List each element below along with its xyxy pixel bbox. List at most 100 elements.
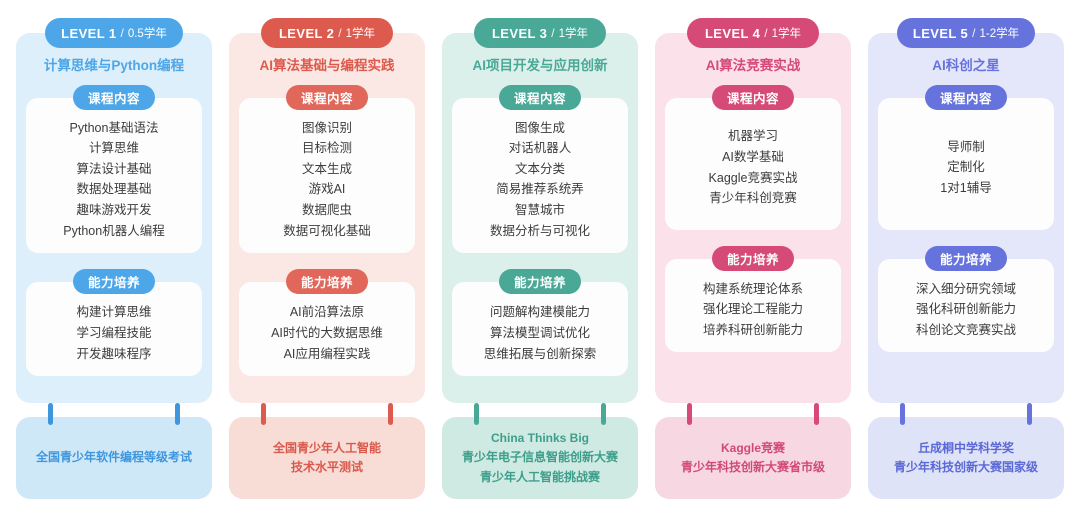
- course-content-panel: 机器学习 AI数学基础 Kaggle竞赛实战青少年科创竞赛: [665, 97, 841, 230]
- connector-group: [878, 403, 1054, 425]
- course-content-tag[interactable]: 课程内容: [285, 84, 368, 110]
- level-separator: /: [972, 26, 976, 40]
- connector-bar: [388, 403, 393, 425]
- level-column-3: LEVEL 3/1学年 AI项目开发与应用创新课程内容图像生成对话机器人文本分类简…: [442, 0, 638, 510]
- skill-training-item: 深入细分研究领域: [915, 281, 1016, 296]
- skill-training-item: 构建系统理论体系: [702, 281, 803, 296]
- level-title: AI项目开发与应用创新: [472, 58, 608, 73]
- level-number-label: LEVEL 5: [912, 25, 969, 41]
- level-title: AI算法竞赛实战: [705, 58, 801, 73]
- skill-training-item: 构建计算思维: [76, 305, 152, 320]
- course-content-item: 1对1辅导: [940, 180, 992, 195]
- competition-card: 全国青少年人工智能技术水平测试: [229, 417, 425, 499]
- skill-training-tag[interactable]: 能力培养: [72, 269, 155, 295]
- course-content-tag[interactable]: 课程内容: [711, 84, 794, 110]
- level-number-label: LEVEL 4: [704, 25, 761, 41]
- connector-bar: [474, 403, 479, 425]
- skill-training-item: AI前沿算法原: [289, 305, 365, 320]
- level-duration-label: 0.5学年: [127, 28, 167, 40]
- level-duration-label: 1学年: [558, 28, 589, 40]
- course-content-tag[interactable]: 课程内容: [72, 84, 155, 110]
- course-content-item: 游戏AI: [308, 182, 346, 197]
- level-badge[interactable]: LEVEL 2/1学年: [261, 18, 393, 48]
- skill-training-item: 强化科研创新能力: [915, 302, 1016, 317]
- level-badge[interactable]: LEVEL 4/1学年: [687, 18, 819, 48]
- course-content-item: 简易推荐系统弄: [496, 182, 584, 197]
- course-content-item: 智慧城市: [514, 203, 565, 218]
- skill-training-tag[interactable]: 能力培养: [711, 245, 794, 271]
- skill-training-item: 算法模型调试优化: [489, 325, 590, 340]
- connector-bar: [175, 403, 180, 425]
- competition-item: 青少年科技创新大赛省市级: [680, 460, 825, 474]
- level-separator: /: [120, 26, 124, 40]
- course-content-item: 数据爬虫: [301, 203, 352, 218]
- skill-training-item: 强化理论工程能力: [702, 302, 803, 317]
- course-content-item: 文本分类: [514, 161, 565, 176]
- skill-training-section: 能力培养构建计算思维学习编程技能开发趣味程序: [26, 269, 202, 377]
- connector-bar: [687, 403, 692, 425]
- level-duration-label: 1-2学年: [979, 28, 1020, 40]
- level-card: AI算法竞赛实战课程内容机器学习 AI数学基础 Kaggle竞赛实战青少年科创竞赛能…: [655, 33, 851, 403]
- competition-item: 青少年电子信息智能创新大赛: [461, 450, 618, 465]
- course-content-item: AI数学基础: [722, 149, 784, 164]
- course-content-item: 目标检测: [301, 141, 352, 156]
- competition-item: 技术水平测试: [290, 460, 363, 474]
- course-content-item: 图像生成: [514, 120, 565, 135]
- course-content-panel: 图像生成对话机器人文本分类简易推荐系统弄智慧城市数据分析与可视化: [452, 97, 628, 254]
- course-content-item: Kaggle竞赛实战: [708, 170, 798, 185]
- skill-training-panel: 构建计算思维学习编程技能开发趣味程序: [26, 282, 202, 377]
- level-number-label: LEVEL 2: [278, 25, 335, 41]
- skill-training-section: 能力培养问题解构建模能力算法模型调试优化思维拓展与创新探索: [452, 269, 628, 377]
- skill-training-tag[interactable]: 能力培养: [285, 269, 368, 295]
- level-duration-label: 1学年: [771, 28, 802, 40]
- skill-training-item: AI时代的大数据思维: [271, 325, 383, 340]
- course-content-tag[interactable]: 课程内容: [498, 84, 581, 110]
- skill-training-item: 思维拓展与创新探索: [483, 346, 597, 361]
- skill-training-tag[interactable]: 能力培养: [924, 245, 1007, 271]
- skill-training-panel: AI前沿算法原 AI时代的大数据思维 AI应用编程实践: [239, 282, 415, 377]
- competition-item: 全国青少年软件编程等级考试: [35, 450, 192, 465]
- course-content-item: 算法设计基础: [76, 161, 152, 176]
- connector-group: [239, 403, 415, 425]
- competition-item: 全国青少年人工智能: [272, 440, 381, 455]
- course-content-item: 数据分析与可视化: [489, 223, 590, 238]
- level-number-label: LEVEL 1: [61, 25, 117, 41]
- course-content-item: 图像识别: [301, 120, 352, 135]
- course-content-item: 定制化: [947, 160, 985, 175]
- skill-training-panel: 深入细分研究领域强化科研创新能力科创论文竞赛实战: [878, 258, 1054, 353]
- level-duration-label: 1学年: [345, 28, 376, 40]
- connector-bar: [1027, 403, 1032, 425]
- course-content-item: 对话机器人: [508, 141, 572, 156]
- level-badge[interactable]: LEVEL 5/1-2学年: [896, 18, 1036, 48]
- skill-training-item: 开发趣味程序: [76, 346, 152, 361]
- course-content-item: 青少年科创竞赛: [709, 191, 797, 206]
- course-content-section: 课程内容图像生成对话机器人文本分类简易推荐系统弄智慧城市数据分析与可视化: [452, 84, 628, 254]
- level-badge[interactable]: LEVEL 3/1学年: [474, 18, 606, 48]
- skill-training-item: 科创论文竞赛实战: [915, 322, 1016, 337]
- level-title: AI科创之星: [932, 58, 1000, 73]
- skill-training-item: AI应用编程实践: [283, 346, 371, 361]
- course-content-item: Python机器人编程: [63, 223, 165, 238]
- connector-bar: [48, 403, 53, 425]
- skill-training-panel: 构建系统理论体系强化理论工程能力培养科研创新能力: [665, 258, 841, 353]
- skill-training-item: 问题解构建模能力: [489, 305, 590, 320]
- course-content-item: 文本生成: [301, 161, 352, 176]
- level-title: 计算思维与Python编程: [43, 58, 185, 73]
- level-badge[interactable]: LEVEL 1/0.5学年: [45, 18, 183, 48]
- skill-training-tag[interactable]: 能力培养: [498, 269, 581, 295]
- course-content-item: 机器学习: [727, 129, 778, 144]
- connector-group: [26, 403, 202, 425]
- skill-training-section: 能力培养深入细分研究领域强化科研创新能力科创论文竞赛实战: [878, 245, 1054, 353]
- competition-card: Kaggle竞赛青少年科技创新大赛省市级: [655, 417, 851, 499]
- connector-bar: [601, 403, 606, 425]
- competition-item: Kaggle竞赛: [720, 440, 785, 455]
- course-content-tag[interactable]: 课程内容: [924, 84, 1007, 110]
